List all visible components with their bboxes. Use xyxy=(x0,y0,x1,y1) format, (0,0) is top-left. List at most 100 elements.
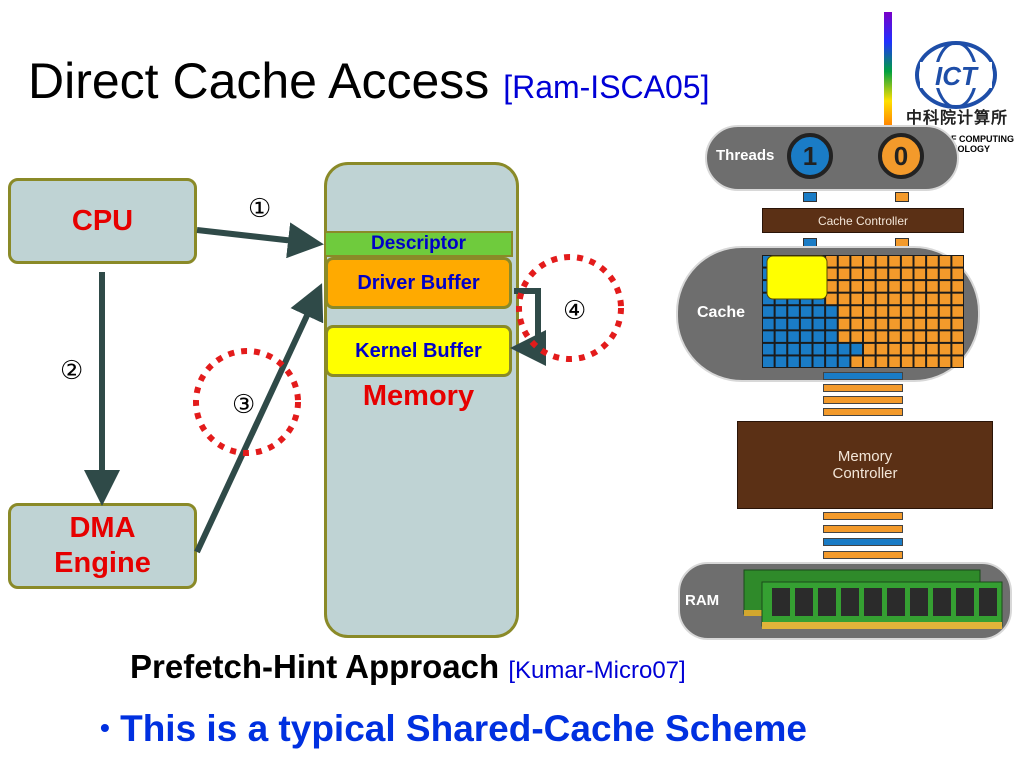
cache-cell xyxy=(927,331,938,342)
cache-cell xyxy=(876,318,888,330)
slide-title: Direct Cache Access [Ram-ISCA05] xyxy=(28,52,709,110)
cache-cell xyxy=(952,331,964,342)
driver-buffer-label: Driver Buffer xyxy=(357,271,480,294)
cache-cell xyxy=(914,356,926,367)
cache-cell xyxy=(788,343,799,355)
cache-cell xyxy=(838,318,850,330)
cache-cell xyxy=(838,343,850,355)
cache-cell xyxy=(775,331,787,342)
bus-cache-memory-3 xyxy=(823,396,903,404)
footer-approach-citation: [Kumar-Micro07] xyxy=(508,657,686,684)
cache-cell xyxy=(914,343,926,355)
cache-cell xyxy=(838,356,850,367)
cache-cell xyxy=(838,268,850,280)
memory-controller-line1: Memory xyxy=(837,448,893,465)
cache-cell xyxy=(826,318,837,330)
ram-chip xyxy=(864,588,882,616)
logo-english-text: F COMPUTING NOLOGY xyxy=(896,134,1014,154)
cache-controller: Cache Controller xyxy=(762,208,964,233)
cpu-box: CPU xyxy=(8,178,197,264)
logo-english-line1: F COMPUTING xyxy=(951,134,1014,144)
kernel-buffer-label: Kernel Buffer xyxy=(355,339,482,362)
cache-cell xyxy=(914,256,926,267)
cache-cell xyxy=(851,343,863,355)
cache-cell xyxy=(851,268,863,280)
cache-cell xyxy=(851,281,863,292)
cache-cell xyxy=(889,331,900,342)
cache-cell xyxy=(851,293,863,305)
cache-cell xyxy=(763,343,774,355)
step-1-marker: ① xyxy=(248,194,272,224)
cache-cell xyxy=(876,281,888,292)
cache-cell xyxy=(826,268,837,280)
arrow-cpu-to-descriptor xyxy=(196,222,324,259)
bus-memory-ram-3 xyxy=(823,538,903,546)
cache-cell xyxy=(763,318,774,330)
ram-chip xyxy=(933,588,951,616)
cache-cell xyxy=(763,331,774,342)
cache-cell xyxy=(901,293,913,305)
cache-cell xyxy=(939,268,951,280)
cache-label: Cache xyxy=(697,304,746,321)
cache-cell xyxy=(914,293,926,305)
cache-cell xyxy=(788,306,799,317)
cache-cell xyxy=(763,306,774,317)
cache-cell xyxy=(788,318,799,330)
cache-cell xyxy=(939,318,951,330)
cache-cell xyxy=(927,268,938,280)
cache-cell xyxy=(952,256,964,267)
cache-cell xyxy=(763,356,774,367)
cache-cell xyxy=(826,256,837,267)
logo-chinese-text: 中科院计算所 xyxy=(906,110,1009,127)
cache-cell xyxy=(876,343,888,355)
descriptor-region: Descriptor xyxy=(324,231,513,257)
cache-cell xyxy=(813,356,825,367)
slide-title-text: Direct Cache Access xyxy=(28,53,490,109)
cache-cell xyxy=(838,293,850,305)
cache-cell xyxy=(901,331,913,342)
cache-cell xyxy=(838,306,850,317)
thread-0-icon: 0 xyxy=(878,133,924,179)
cache-cell xyxy=(927,318,938,330)
cache-cell xyxy=(939,331,951,342)
cache-cell xyxy=(826,331,837,342)
memory-controller-line2: Controller xyxy=(832,465,898,482)
bus-memory-ram-1 xyxy=(823,512,903,520)
cache-cell xyxy=(889,293,900,305)
cache-cell xyxy=(914,306,926,317)
cache-cell xyxy=(864,256,875,267)
bus-memory-ram-4 xyxy=(823,551,903,559)
cache-cell xyxy=(914,268,926,280)
dma-engine-box: DMA Engine xyxy=(8,503,197,589)
cache-cell xyxy=(826,281,837,292)
ram-chip xyxy=(795,588,813,616)
cache-cell xyxy=(876,331,888,342)
cache-cell xyxy=(952,281,964,292)
cache-cell xyxy=(939,293,951,305)
cache-cell xyxy=(901,318,913,330)
thread-1-id: 1 xyxy=(802,140,818,171)
cache-cell xyxy=(952,343,964,355)
cache-cell xyxy=(864,306,875,317)
cache-cell xyxy=(826,293,837,305)
cache-cell xyxy=(864,356,875,367)
ram-modules-icon xyxy=(743,569,1003,629)
thread-1-icon: 1 xyxy=(787,133,833,179)
cache-cell xyxy=(775,318,787,330)
footer-bullet: • This is a typical Shared-Cache Scheme xyxy=(100,708,807,750)
cache-cell xyxy=(826,343,837,355)
cache-cell xyxy=(800,318,812,330)
cache-cell xyxy=(914,281,926,292)
cache-cell xyxy=(788,331,799,342)
cache-cell xyxy=(939,281,951,292)
cache-cell xyxy=(952,293,964,305)
step-2-marker: ② xyxy=(60,356,84,386)
cache-cell xyxy=(876,256,888,267)
cache-cell xyxy=(800,306,812,317)
ram-chip xyxy=(841,588,859,616)
cache-cell xyxy=(851,331,863,342)
step4-dotted-circle xyxy=(516,254,624,362)
cache-cell xyxy=(813,306,825,317)
cache-cell xyxy=(901,256,913,267)
bus-cache-memory-4 xyxy=(823,408,903,416)
